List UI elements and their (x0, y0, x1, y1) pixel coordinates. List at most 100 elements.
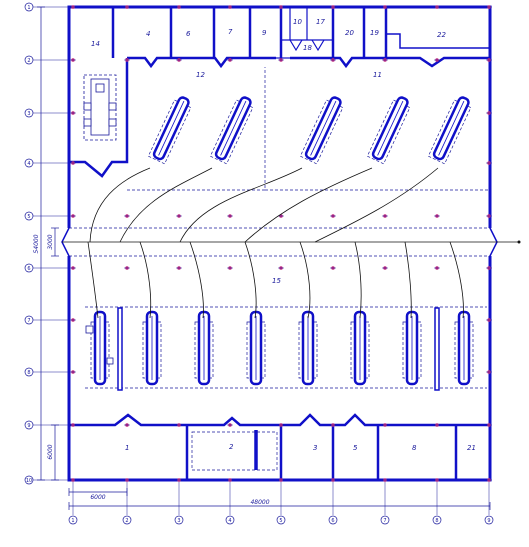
room-label-14: 14 (91, 40, 100, 48)
room-label-15: 15 (272, 277, 281, 285)
room-label-8: 8 (412, 444, 417, 452)
row-axis-bubble: 6 (24, 263, 34, 273)
row-axis-label: 10 (26, 478, 32, 484)
room-label-7: 7 (228, 28, 233, 36)
top-room-thin-lines (276, 7, 333, 59)
column-marker (227, 58, 233, 62)
column-marker (382, 266, 388, 270)
vehicle (246, 310, 266, 386)
parking-zones (69, 67, 490, 389)
column-marker (486, 318, 492, 322)
dim-aisle-width: 3000 (47, 234, 54, 249)
column-marker (278, 5, 284, 9)
column-marker (434, 478, 440, 482)
room-label-19: 19 (370, 29, 379, 37)
row-axis-bubble: 9 (24, 420, 34, 430)
column-marker (227, 266, 233, 270)
col-axis-label: 7 (383, 518, 386, 524)
row-axis-label: 5 (27, 214, 30, 220)
row-axis-bubble: 3 (24, 108, 34, 118)
column-marker (434, 58, 440, 62)
column-marker (434, 5, 440, 9)
row-axis-label: 3 (27, 111, 30, 117)
room-label-5: 5 (353, 444, 358, 452)
col-axis-label: 1 (71, 518, 74, 524)
column-marker (227, 214, 233, 218)
room-label-6: 6 (186, 30, 191, 38)
col-axis-label: 8 (435, 518, 438, 524)
col-axis-bubble: 2 (122, 515, 132, 525)
row-axis-bubble: 1 (24, 2, 34, 12)
room-label-12: 12 (196, 71, 205, 79)
column-marker (70, 214, 76, 218)
column-marker (70, 58, 76, 62)
room-label-3: 3 (313, 444, 317, 452)
column-marker (486, 478, 492, 482)
bottom-dimension-lines (68, 488, 491, 510)
column-marker (227, 5, 233, 9)
column-marker (124, 423, 130, 427)
vehicle (402, 310, 422, 386)
column-marker (434, 266, 440, 270)
column-marker (176, 266, 182, 270)
column-marker (434, 423, 440, 427)
column-marker (382, 5, 388, 9)
column-marker (330, 266, 336, 270)
col-axis-label: 6 (331, 518, 334, 524)
column-marker (486, 266, 492, 270)
vehicle (142, 310, 162, 386)
dim-overall-length: 48000 (250, 499, 269, 506)
vehicle (298, 310, 318, 386)
vehicle (147, 96, 192, 165)
column-marker (70, 318, 76, 322)
col-axis-label: 5 (279, 518, 282, 524)
room-label-11: 11 (373, 71, 382, 79)
column-marker (382, 58, 388, 62)
column-marker (486, 423, 492, 427)
room-label-17: 17 (316, 18, 325, 26)
column-marker (278, 478, 284, 482)
dim-overall-height: 54000 (33, 234, 40, 253)
vehicle (454, 310, 474, 386)
column-marker (70, 478, 76, 482)
row-axis-label: 2 (27, 58, 30, 64)
column-marker (382, 478, 388, 482)
column-marker (486, 370, 492, 374)
column-marker (70, 370, 76, 374)
col-axis-label: 9 (487, 518, 490, 524)
room-label-20: 20 (345, 29, 354, 37)
structural-columns (70, 5, 492, 482)
room-label-22: 22 (437, 31, 446, 39)
col-axis-bubble: 9 (484, 515, 494, 525)
vehicle (350, 310, 370, 386)
vehicle-movement-paths (87, 167, 464, 319)
room-label-10: 10 (293, 18, 302, 26)
column-marker (434, 214, 440, 218)
column-marker (278, 58, 284, 62)
column-marker (176, 58, 182, 62)
col-axis-bubble: 6 (328, 515, 338, 525)
row-axis-label: 6 (27, 266, 30, 272)
column-marker (124, 5, 130, 9)
col-axis-bubble: 8 (432, 515, 442, 525)
column-marker (176, 478, 182, 482)
dim-bay-height: 6000 (47, 444, 54, 459)
row-axis-bubble: 4 (24, 158, 34, 168)
vehicle (209, 96, 254, 165)
room-2-dashed (191, 431, 278, 471)
room-label-4: 4 (146, 30, 150, 38)
col-axis-bubble: 7 (380, 515, 390, 525)
row-axis-label: 4 (27, 161, 30, 167)
top-room-walls (69, 7, 490, 178)
column-marker (124, 58, 130, 62)
vehicle (194, 310, 214, 386)
column-marker (70, 111, 76, 115)
column-marker (70, 423, 76, 427)
dim-bay-width: 6000 (90, 494, 105, 501)
room-label-1: 1 (125, 444, 129, 452)
row-axis-label: 1 (27, 5, 30, 11)
column-marker (278, 266, 284, 270)
row-axis-label: 9 (27, 423, 30, 429)
vehicle (366, 96, 411, 165)
